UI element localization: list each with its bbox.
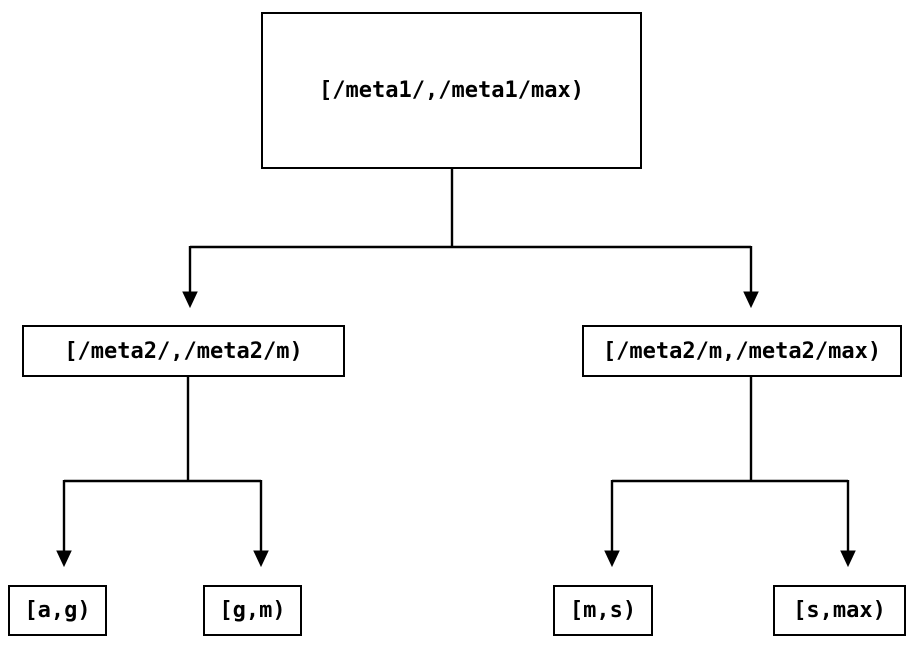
node-meta2-high: [/meta2/m,/meta2/max) [582,325,902,377]
node-leaf-smax: [s,max) [773,585,906,636]
node-leaf-smax-label: [s,max) [793,598,886,623]
node-leaf-gm: [g,m) [203,585,302,636]
edge-right-child-to-leaves [604,377,856,568]
arrowhead-down-icon [743,291,759,309]
node-root-label: [/meta1/,/meta1/max) [319,78,584,103]
arrowhead-down-icon [604,550,620,568]
arrowhead-down-icon [182,291,198,309]
node-leaf-gm-label: [g,m) [219,598,286,623]
arrowhead-down-icon [253,550,269,568]
node-root: [/meta1/,/meta1/max) [261,12,642,169]
node-leaf-ms: [m,s) [553,585,653,636]
node-meta2-high-label: [/meta2/m,/meta2/max) [602,338,882,364]
node-leaf-ag: [a,g) [8,585,107,636]
edge-root-to-children [182,169,759,309]
node-leaf-ms-label: [m,s) [569,598,637,623]
node-leaf-ag-label: [a,g) [24,598,91,623]
node-meta2-low-label: [/meta2/,/meta2/m) [64,338,303,364]
arrowhead-down-icon [56,550,72,568]
edge-left-child-to-leaves [56,377,269,568]
arrowhead-down-icon [840,550,856,568]
node-meta2-low: [/meta2/,/meta2/m) [22,325,345,377]
